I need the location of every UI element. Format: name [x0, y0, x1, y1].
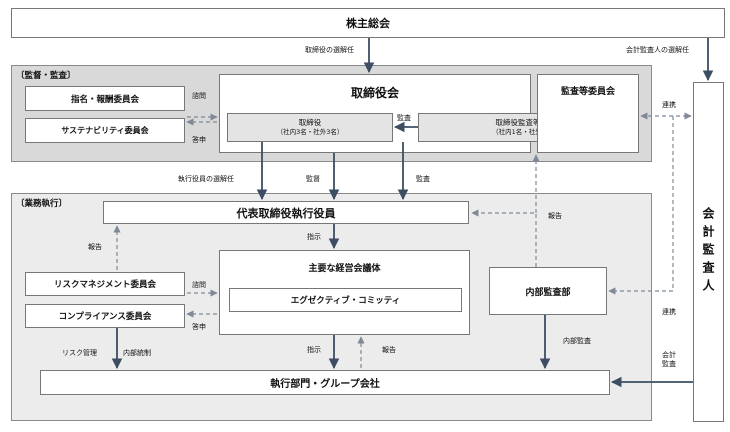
label-report-2: 答申: [192, 323, 206, 331]
label-instruct-2: 指示: [307, 346, 321, 354]
directors-composition: （社内3名・社外3名）: [276, 128, 344, 137]
internal-audit-label: 内部監査部: [525, 287, 571, 298]
label-report-3: 報告: [382, 346, 396, 354]
directors-label: 取締役: [298, 118, 322, 128]
audit-directors-label: 取締役監査等委員: [495, 118, 556, 128]
label-elect-auditor: 会計監査人の選解任: [626, 46, 689, 54]
execution-section-title: 〔業務執行〕: [16, 199, 68, 209]
dashed-report-president: [471, 209, 537, 267]
nomination-committee-label: 指名・報酬委員会: [70, 94, 139, 105]
shareholders-label: 株主総会: [346, 17, 390, 30]
management-meeting-label: 主要な経営会議体: [308, 264, 381, 274]
auditor-box: 会計監査人: [693, 82, 724, 422]
shareholders-box: 株主総会: [11, 8, 725, 38]
label-accounting-audit: 会計 監査: [662, 351, 676, 369]
supervision-section-title: 〔監督・監査〕: [16, 71, 76, 81]
label-risk-management: リスク管理: [62, 349, 97, 357]
compliance-committee-box: コンプライアンス委員会: [25, 304, 185, 328]
risk-committee-label: リスクマネジメント委員会: [53, 280, 156, 290]
internal-audit-box: 内部監査部: [489, 267, 607, 315]
executive-committee-label: エグゼクティブ・コミッティ: [290, 296, 401, 306]
nomination-committee-box: 指名・報酬委員会: [25, 86, 185, 111]
label-report-to-president: 報告: [548, 212, 562, 220]
label-audit-inner: 監査: [397, 114, 411, 122]
label-audit-2: 監査: [416, 175, 430, 183]
audit-committee-box: 監査等委員会: [537, 74, 639, 153]
president-box: 代表取締役執行役員: [103, 201, 469, 224]
sustainability-committee-box: サステナビリティ委員会: [25, 118, 185, 143]
label-internal-audit: 内部監査: [563, 337, 591, 345]
label-report-risk: 報告: [88, 243, 102, 251]
label-instruct-1: 指示: [307, 233, 321, 241]
risk-committee-box: リスクマネジメント委員会: [25, 272, 185, 296]
label-internal-control: 内部統制: [123, 349, 151, 357]
label-accounting-audit-2: 監査: [662, 359, 676, 368]
sustainability-committee-label: サステナビリティ委員会: [61, 126, 149, 135]
president-label: 代表取締役執行役員: [236, 206, 336, 220]
operations-label: 執行部門・グループ会社: [270, 379, 380, 390]
label-consult-1: 諮問: [192, 92, 206, 100]
label-supervise: 監督: [306, 175, 320, 183]
executive-committee-box: エグゼクティブ・コミッティ: [229, 288, 462, 312]
label-cooperate-2: 連携: [662, 308, 676, 316]
label-report-1: 答申: [192, 136, 206, 144]
board-label: 取締役会: [350, 86, 399, 100]
compliance-committee-label: コンプライアンス委員会: [58, 312, 152, 322]
audit-directors-composition: （社内1名・社外2名）: [492, 128, 559, 137]
auditor-label: 会計監査人: [701, 207, 715, 297]
directors-box: 取締役 （社内3名・社外3名）: [227, 113, 393, 142]
label-elect-officers: 執行役員の選解任: [178, 175, 234, 183]
label-elect-directors: 取締役の選解任: [305, 46, 354, 54]
operations-box: 執行部門・グループ会社: [40, 370, 610, 395]
label-consult-2: 諮問: [192, 281, 206, 289]
label-accounting-audit-1: 会計: [662, 351, 676, 359]
audit-committee-label: 監査等委員会: [560, 87, 615, 97]
dashed-cooperate-2: [608, 116, 674, 295]
label-cooperate-1: 連携: [662, 101, 676, 109]
